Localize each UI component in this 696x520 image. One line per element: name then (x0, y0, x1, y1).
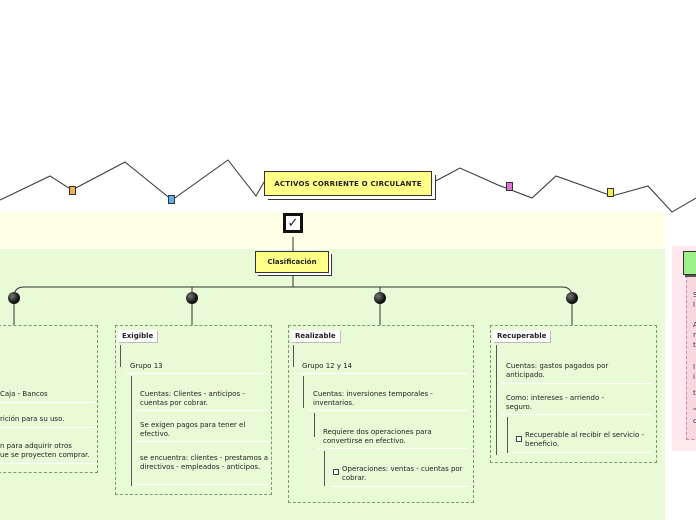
right-letter: t (693, 341, 696, 349)
recuperable-item-2[interactable]: Como: intereses - arriendo - seguro. (506, 394, 604, 411)
realizable-item-2[interactable]: Requiere dos operaciones para convertirs… (323, 428, 432, 445)
right-topic-header[interactable] (683, 251, 696, 275)
realizable-item-1[interactable]: Cuentas: inversiones temporales - invent… (313, 390, 433, 407)
divider (330, 486, 470, 487)
divider (126, 373, 266, 374)
exigible-panel (115, 325, 272, 495)
connector (293, 345, 294, 367)
branch-dot-disponible[interactable] (8, 292, 20, 304)
divider (308, 410, 468, 411)
connector (507, 417, 508, 453)
divider (502, 414, 652, 415)
divider (0, 463, 95, 464)
right-letter: I (693, 363, 696, 371)
realizable-grupo[interactable]: Grupo 12 y 14 (302, 362, 353, 370)
connector (324, 451, 325, 486)
right-letter: S (693, 291, 696, 299)
top-band (0, 212, 665, 248)
orange-marker-icon[interactable] (69, 186, 76, 195)
divider (136, 441, 268, 442)
right-letter: A (693, 321, 696, 329)
realizable-item-3[interactable]: Operaciones: ventas - cuentas por cobrar… (342, 465, 463, 482)
task-checkbox[interactable] (333, 469, 339, 475)
recuperable-panel (490, 325, 657, 463)
task-checkbox[interactable] (516, 436, 522, 442)
disponible-item-1[interactable]: Caja - Bancos (0, 390, 48, 398)
main-topic-title[interactable]: ACTIVOS CORRIENTE O CIRCULANTE (264, 171, 432, 196)
clasificacion-node[interactable]: Clasificación (255, 251, 329, 273)
divider (298, 373, 468, 374)
realizable-panel (288, 325, 474, 503)
exigible-item-1[interactable]: Cuentas: Clientes - anticipos - cuentas … (140, 390, 245, 407)
disponible-item-3[interactable]: n para adquirir otros ue se proyecten co… (0, 442, 90, 459)
divider (502, 383, 652, 384)
disponible-item-2[interactable]: rición para su uso. (0, 415, 65, 423)
connector (496, 345, 497, 455)
divider (318, 448, 468, 449)
blue-marker-icon[interactable] (168, 195, 175, 204)
right-letter: l (693, 301, 695, 309)
branch-dot-exigible[interactable] (186, 292, 198, 304)
yellow-marker-icon[interactable] (607, 188, 614, 197)
divider (0, 402, 95, 403)
disponible-panel (0, 325, 98, 473)
divider (136, 484, 268, 485)
right-letter: t (693, 389, 696, 397)
right-letter: " (693, 407, 696, 415)
connector (314, 413, 315, 437)
right-letter: c (693, 417, 696, 425)
right-topic-text: S l A r t I i t " c (692, 290, 696, 440)
divider (136, 410, 268, 411)
branch-dot-recuperable[interactable] (566, 292, 578, 304)
connector (303, 376, 304, 408)
branch-dot-realizable[interactable] (374, 292, 386, 304)
connector (120, 345, 121, 367)
right-letter: i (693, 373, 695, 381)
connector (131, 376, 132, 486)
exigible-grupo[interactable]: Grupo 13 (130, 362, 163, 370)
realizable-label[interactable]: Realizable (291, 330, 340, 342)
right-letter: r (693, 331, 696, 339)
exigible-item-3[interactable]: se encuentra: clientes - prestamos a dir… (140, 454, 269, 471)
recuperable-item-1[interactable]: Cuentas: gastos pagados por anticipado. (506, 362, 609, 379)
divider (0, 427, 95, 428)
main-band (0, 249, 665, 520)
exigible-item-2[interactable]: Se exigen pagos para tener el efectivo. (140, 421, 246, 438)
divider (512, 452, 652, 453)
exigible-label[interactable]: Exigible (118, 330, 158, 342)
pink-marker-icon[interactable] (506, 182, 513, 191)
recuperable-item-3[interactable]: Recuperable al recibir el servicio - ben… (525, 431, 644, 448)
recuperable-label[interactable]: Recuperable (493, 330, 551, 342)
checkbox-icon[interactable]: ✓ (283, 213, 303, 233)
